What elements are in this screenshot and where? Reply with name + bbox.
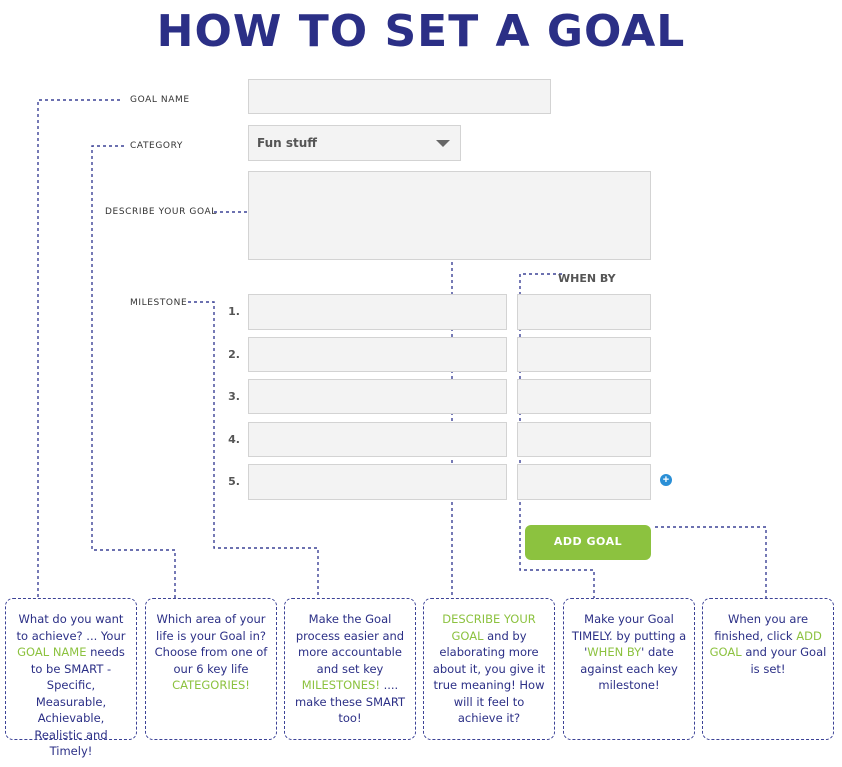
category-select-value: Fun stuff	[257, 136, 318, 150]
connector-when-by	[519, 273, 595, 598]
when-by-label: WHEN BY	[558, 272, 616, 285]
milestone-input-4[interactable]	[248, 422, 507, 457]
when-by-input-1[interactable]	[517, 294, 651, 330]
chevron-down-icon	[436, 140, 450, 147]
goal-name-label: GOAL NAME	[130, 95, 190, 105]
connector-goal-name	[37, 99, 120, 598]
info-box-milestone: Make the Goal process easier and more ac…	[284, 598, 416, 740]
milestone-number-1: 1.	[228, 305, 240, 318]
milestone-input-3[interactable]	[248, 379, 507, 414]
describe-textarea[interactable]	[248, 171, 651, 260]
milestone-number-4: 4.	[228, 433, 240, 446]
milestone-label: MILESTONE	[130, 298, 188, 308]
connector-category	[91, 145, 176, 598]
milestone-input-5[interactable]	[248, 464, 507, 500]
milestone-input-1[interactable]	[248, 294, 507, 330]
milestone-number-2: 2.	[228, 348, 240, 361]
connector-milestone	[188, 301, 319, 598]
add-milestone-plus-icon[interactable]: +	[660, 474, 672, 486]
info-box-add-goal: When you are finished, click ADD GOAL an…	[702, 598, 834, 740]
page-title: HOW TO SET A GOAL	[156, 6, 686, 57]
when-by-input-2[interactable]	[517, 337, 651, 372]
when-by-input-5[interactable]	[517, 464, 651, 500]
goal-name-input[interactable]	[248, 79, 551, 114]
when-by-input-4[interactable]	[517, 422, 651, 457]
milestone-number-3: 3.	[228, 390, 240, 403]
milestone-input-2[interactable]	[248, 337, 507, 372]
info-box-when-by: Make your Goal TIMELY. by putting a 'WHE…	[563, 598, 695, 740]
milestone-number-5: 5.	[228, 475, 240, 488]
category-select[interactable]: Fun stuff	[248, 125, 461, 161]
describe-label: DESCRIBE YOUR GOAL	[105, 207, 217, 217]
category-label: CATEGORY	[130, 141, 183, 151]
when-by-input-3[interactable]	[517, 379, 651, 414]
info-box-describe: DESCRIBE YOUR GOAL and by elaborating mo…	[423, 598, 555, 740]
connector-add-goal	[655, 526, 767, 598]
info-box-category: Which area of your life is your Goal in?…	[145, 598, 277, 740]
info-box-goal-name: What do you want to achieve? ... Your GO…	[5, 598, 137, 758]
add-goal-button[interactable]: ADD GOAL	[525, 525, 651, 560]
